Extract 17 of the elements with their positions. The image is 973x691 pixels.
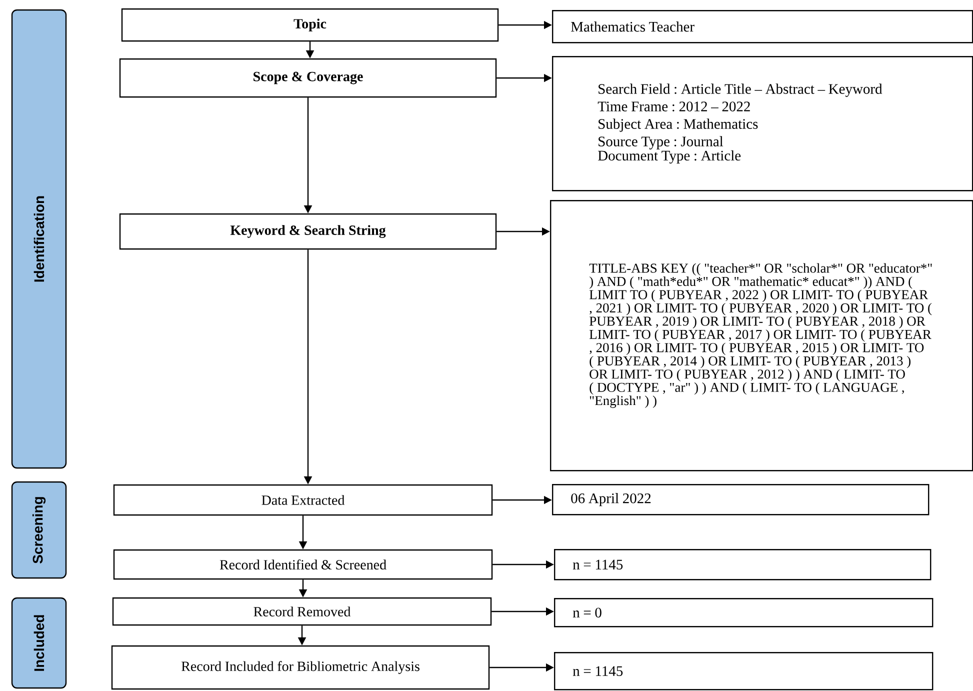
info-box: 06 April 2022 [552,484,930,516]
info-box: n = 1145 [554,652,934,690]
process-box: Record Identified & Screened [113,549,493,580]
info-box: n = 1145 [554,549,932,580]
process-box: Record Removed [112,597,492,626]
process-box: Keyword & Search String [119,213,497,250]
info-box: Search Field : Article Title – Abstract – Keyword Time Frame : 2012 – 2022 Subject Area : Mathematics Source Type : Journal Document Type : Article [552,56,973,192]
info-box: n = 0 [554,598,934,628]
process-box: Topic [121,8,499,42]
process-box: Record Included for Bibliometric Analysis [111,645,490,690]
phase-band: Identification [11,9,67,469]
phase-band: Screening [11,481,67,579]
process-box: Scope & Coverage [119,58,497,98]
search-string-box: TITLE-ABS KEY (( "teacher*" OR "scholar*" OR "educator*" ) AND ( "math*edu*" OR "mathematic* educat*" )) AND ( LIMIT TO ( PUBYEAR , 2022 ) OR LIMIT- TO ( PUBYEAR , 2021 ) OR LIMIT- TO ( PUBYEAR , 2020 ) OR LIMIT- TO ( PUBYEAR , 2019 ) OR LIMIT- TO ( PUBYEAR , 2018 ) OR LIMIT- TO ( PUBYEAR , 2017 ) OR LIMIT- TO ( PUBYEAR , 2016 ) OR LIMIT- TO ( PUBYEAR , 2015 ) OR LIMIT- TO ( PUBYEAR , 2014 ) OR LIMIT- TO ( PUBYEAR , 2013 ) OR LIMIT- TO ( PUBYEAR , 2012 ) ) AND ( LIMIT- TO ( DOCTYPE , "ar" ) ) AND ( LIMIT- TO ( LANGUAGE , "English" ) ) [550,200,973,472]
process-box: Data Extracted [113,484,493,516]
phase-band: Included [11,597,67,689]
info-box: Mathematics Teacher [552,10,973,44]
